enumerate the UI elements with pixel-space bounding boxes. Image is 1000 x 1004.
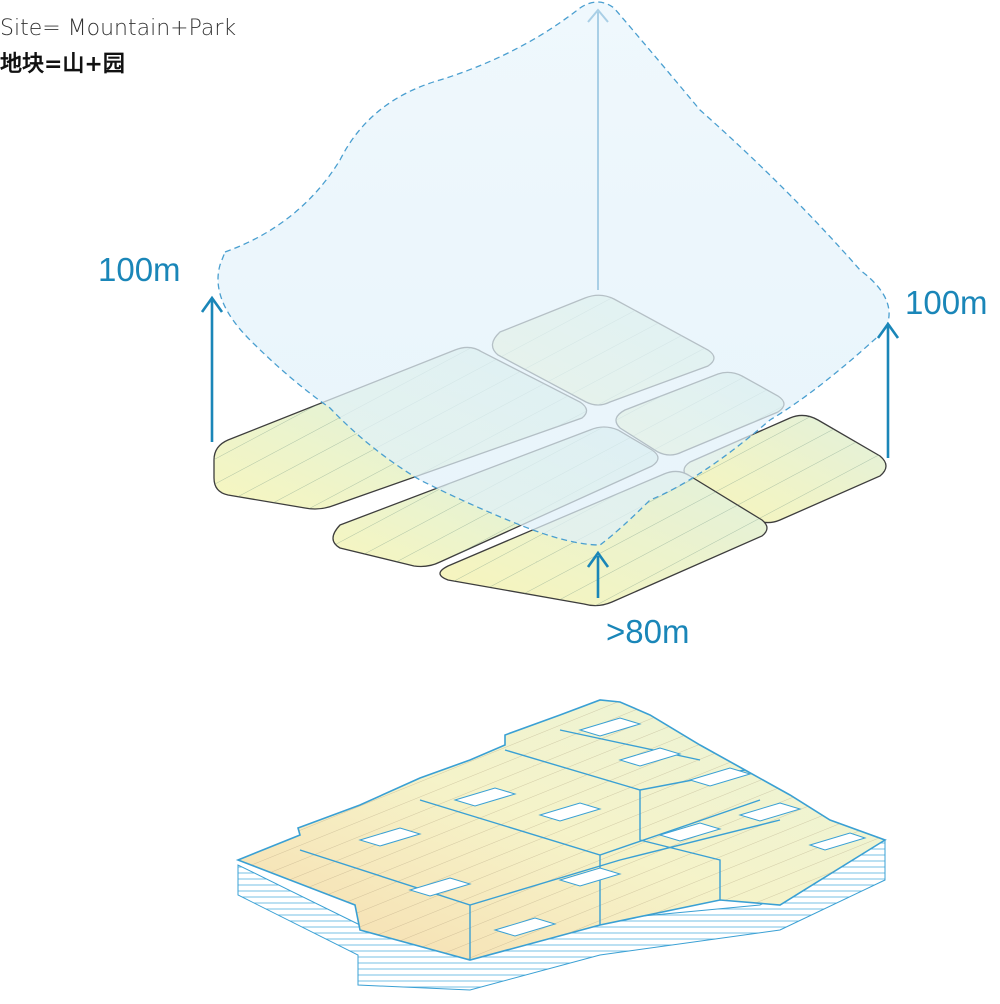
height-label-left: 100m (98, 251, 181, 288)
height-envelope (217, 1, 890, 546)
parcel-group (200, 1, 900, 607)
title-chinese: 地块=山+园 (0, 52, 125, 77)
masterplan-buildings (358, 717, 867, 937)
title-english: Site= Mountain+Park (0, 16, 237, 41)
arrow-up-icon (876, 321, 900, 458)
masterplan-axonometric (235, 699, 887, 991)
arrow-up-icon (586, 550, 610, 598)
parcel-hatch-east-lower (684, 415, 886, 523)
arrow-up-icon (200, 295, 224, 442)
arrow-up-icon (587, 8, 609, 290)
height-label-right: 100m (905, 284, 988, 321)
masterplan-hatch (238, 700, 885, 960)
masterplan-streets (299, 729, 781, 960)
height-label-bottom: >80m (606, 613, 690, 650)
